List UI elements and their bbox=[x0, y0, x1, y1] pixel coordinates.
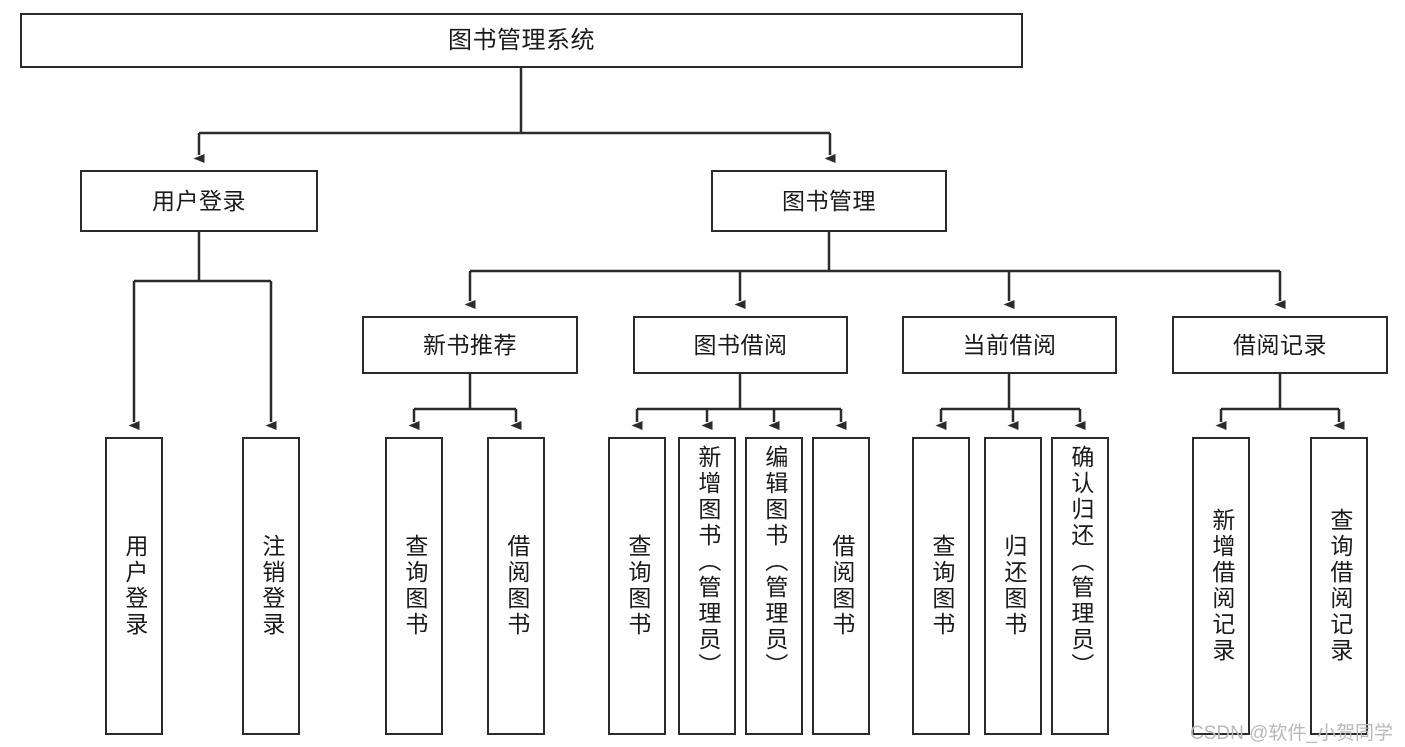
node-book-admin-label: 图书管理 bbox=[782, 187, 876, 214]
node-new-book-rec-label: 新书推荐 bbox=[423, 331, 517, 358]
node-leaf-bb-edit-book[interactable]: 编辑图书（管理员） bbox=[745, 437, 803, 735]
node-root-label: 图书管理系统 bbox=[448, 26, 595, 54]
edges-book-borrow bbox=[631, 374, 847, 430]
node-leaf-cb-return-book-label: 归还图书 bbox=[1000, 534, 1027, 638]
node-leaf-cb-confirm-return-label: 确认归还（管理员） bbox=[1067, 445, 1094, 679]
edges-current-borrow bbox=[935, 374, 1086, 430]
node-leaf-bb-borrow-book-label: 借阅图书 bbox=[828, 534, 855, 638]
edges-user-login bbox=[128, 232, 277, 430]
node-leaf-rec-query-book[interactable]: 查询图书 bbox=[385, 437, 443, 735]
node-leaf-bb-edit-book-label: 编辑图书（管理员） bbox=[761, 445, 788, 679]
node-root[interactable]: 图书管理系统 bbox=[20, 13, 1023, 68]
edges-borrow-record bbox=[1215, 374, 1345, 430]
node-leaf-bb-borrow-book[interactable]: 借阅图书 bbox=[812, 437, 870, 735]
node-book-borrow-label: 图书借阅 bbox=[693, 331, 788, 358]
node-leaf-rec-borrow-book[interactable]: 借阅图书 bbox=[487, 437, 545, 735]
node-leaf-rec-query-book-label: 查询图书 bbox=[401, 534, 428, 638]
node-book-admin[interactable]: 图书管理 bbox=[711, 170, 947, 232]
node-leaf-rec-borrow-book-label: 借阅图书 bbox=[503, 534, 530, 638]
edges-root bbox=[193, 68, 836, 163]
node-current-borrow-label: 当前借阅 bbox=[962, 331, 1057, 358]
node-leaf-cb-return-book[interactable]: 归还图书 bbox=[984, 437, 1042, 735]
node-leaf-cb-query-book[interactable]: 查询图书 bbox=[912, 437, 970, 735]
node-user-login-label: 用户登录 bbox=[152, 187, 246, 214]
node-borrow-record[interactable]: 借阅记录 bbox=[1172, 316, 1388, 374]
edges-book-admin bbox=[464, 232, 1286, 309]
node-leaf-user-logout-label: 注销登录 bbox=[258, 534, 285, 638]
edges-new-book-rec bbox=[408, 374, 522, 430]
node-book-borrow[interactable]: 图书借阅 bbox=[633, 316, 848, 374]
node-leaf-user-logout[interactable]: 注销登录 bbox=[242, 437, 300, 735]
node-borrow-record-label: 借阅记录 bbox=[1233, 331, 1327, 358]
node-leaf-user-login-label: 用户登录 bbox=[121, 534, 148, 638]
node-user-login[interactable]: 用户登录 bbox=[80, 170, 318, 232]
node-leaf-br-add-record[interactable]: 新增借阅记录 bbox=[1192, 437, 1250, 735]
node-leaf-cb-query-book-label: 查询图书 bbox=[928, 534, 955, 638]
node-current-borrow[interactable]: 当前借阅 bbox=[902, 316, 1117, 374]
node-leaf-user-login[interactable]: 用户登录 bbox=[105, 437, 163, 735]
node-leaf-bb-add-book[interactable]: 新增图书（管理员） bbox=[678, 437, 736, 735]
csdn-watermark: CSDN @软件_小贺同学 bbox=[1190, 723, 1393, 744]
node-leaf-cb-confirm-return[interactable]: 确认归还（管理员） bbox=[1051, 437, 1109, 735]
node-leaf-bb-query-book-label: 查询图书 bbox=[624, 534, 651, 638]
node-leaf-br-query-record-label: 查询借阅记录 bbox=[1326, 508, 1353, 664]
node-leaf-bb-query-book[interactable]: 查询图书 bbox=[608, 437, 666, 735]
node-leaf-br-add-record-label: 新增借阅记录 bbox=[1208, 508, 1235, 664]
node-leaf-bb-add-book-label: 新增图书（管理员） bbox=[694, 445, 721, 679]
node-leaf-br-query-record[interactable]: 查询借阅记录 bbox=[1310, 437, 1368, 735]
node-new-book-rec[interactable]: 新书推荐 bbox=[362, 316, 578, 374]
